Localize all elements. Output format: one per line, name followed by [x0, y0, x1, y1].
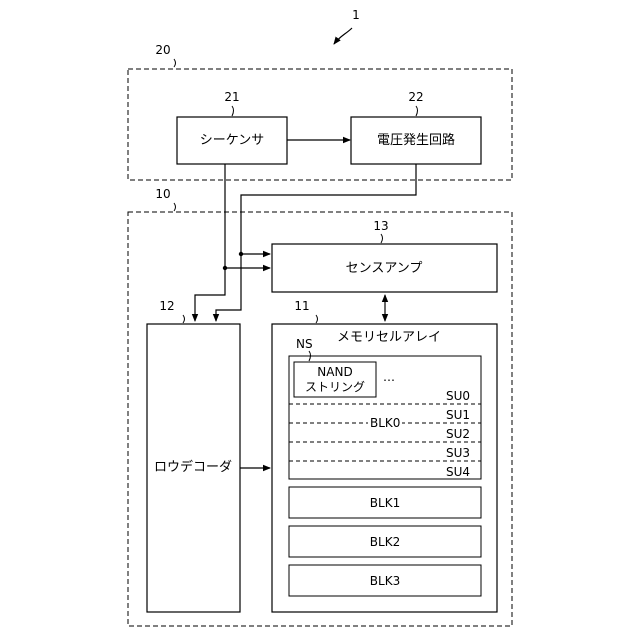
- leader-21: [232, 106, 234, 116]
- ellipsis: …: [383, 371, 395, 383]
- su0-label: SU0: [446, 390, 470, 402]
- su4-label: SU4: [446, 466, 470, 478]
- ref-21: 21: [224, 91, 239, 103]
- sequencer-label: シーケンサ: [200, 134, 265, 147]
- blk1-label: BLK1: [370, 497, 400, 509]
- su2-label: SU2: [446, 428, 470, 440]
- leader-20: [174, 59, 176, 67]
- nand-string-label-line1: NAND: [317, 366, 352, 378]
- figure-pointer-arrow: [334, 28, 352, 44]
- seq-control-line: [195, 164, 225, 321]
- voltage-generator-label: 電圧発生回路: [377, 134, 455, 147]
- ref-12: 12: [159, 300, 174, 312]
- blk3-label: BLK3: [370, 575, 400, 587]
- leader-11: [316, 315, 318, 323]
- vgen-supply-line: [216, 164, 416, 321]
- blk2-label: BLK2: [370, 536, 400, 548]
- ref-1: 1: [352, 9, 360, 21]
- leader-13: [381, 234, 383, 243]
- ref-11: 11: [294, 300, 309, 312]
- ref-22: 22: [408, 91, 423, 103]
- blk0-label: BLK0: [368, 417, 402, 429]
- memory-array-label: メモリセルアレイ: [337, 331, 441, 344]
- leader-12: [183, 315, 185, 323]
- ref-10: 10: [155, 188, 170, 200]
- nand-string-label-line2: ストリング: [305, 381, 365, 393]
- sense-amp-label: センスアンプ: [346, 262, 423, 275]
- junction-dot-1: [223, 266, 227, 270]
- ns-label: NS: [296, 338, 313, 350]
- ref-13: 13: [373, 220, 388, 232]
- ref-20: 20: [155, 44, 170, 56]
- leader-10: [174, 203, 176, 211]
- su3-label: SU3: [446, 447, 470, 459]
- su1-label: SU1: [446, 409, 470, 421]
- junction-dot-2: [239, 252, 243, 256]
- leader-22: [416, 106, 418, 116]
- row-decoder-label: ロウデコーダ: [154, 461, 232, 474]
